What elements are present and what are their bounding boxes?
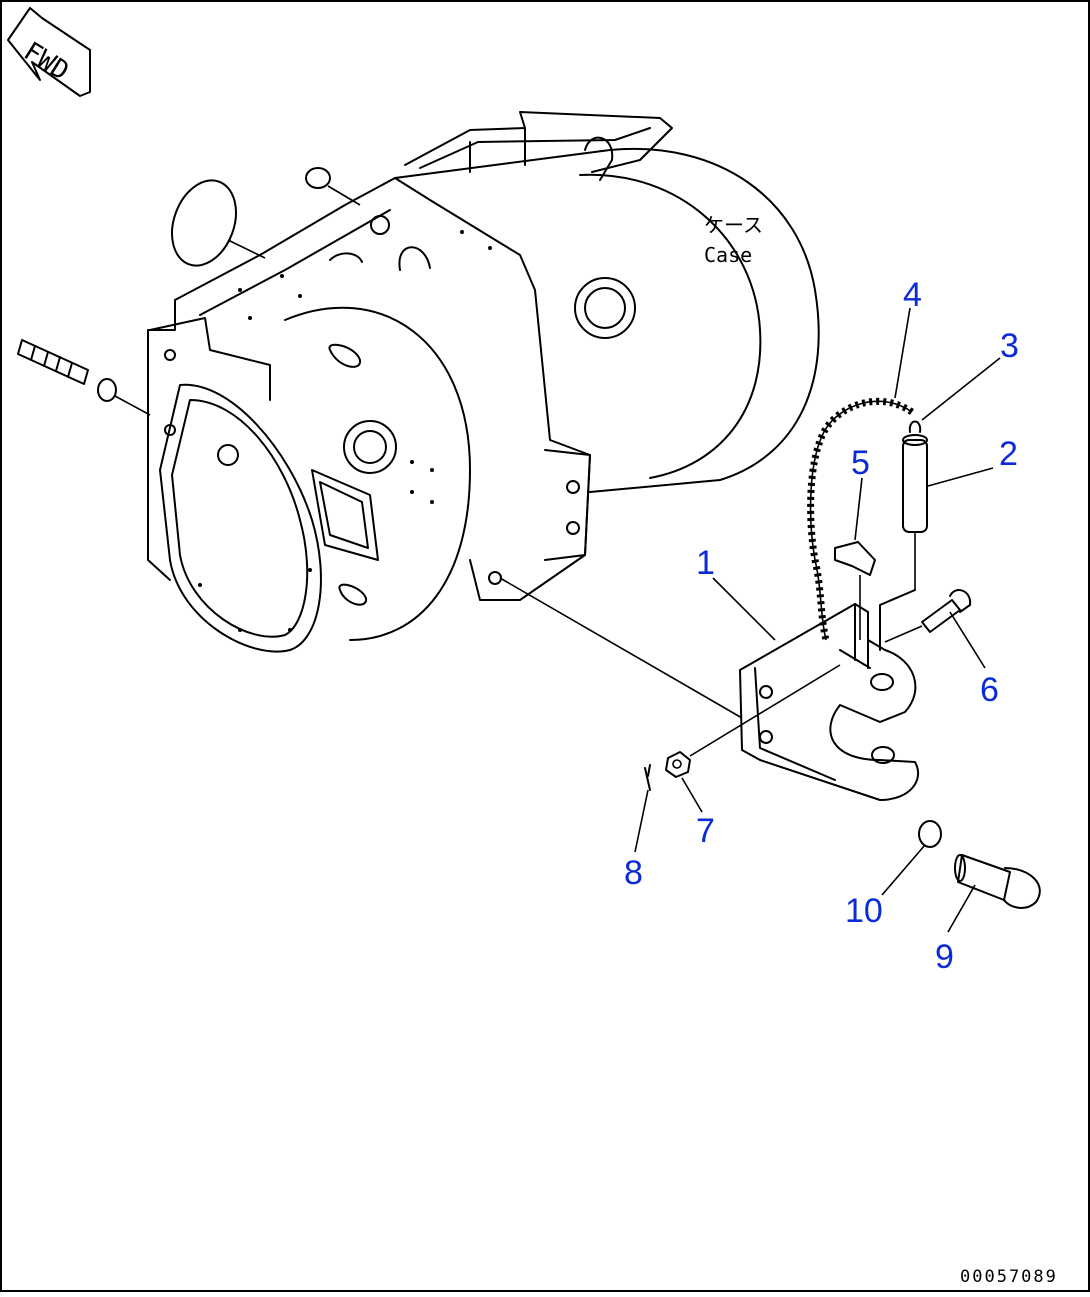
callout-9: 9: [935, 938, 954, 976]
callout-6: 6: [980, 671, 999, 709]
callout-7: 7: [696, 812, 715, 850]
part-2-pin: [879, 434, 928, 651]
part-9-bolt: [954, 854, 1041, 909]
callout-4: 4: [903, 276, 922, 314]
o-ring-large: [171, 179, 237, 267]
part-7-nut: [665, 664, 841, 778]
callout-8: 8: [624, 854, 643, 892]
alignment-line: [499, 577, 743, 719]
callout-10: 10: [845, 892, 883, 930]
part-8-cotter-pin: [644, 764, 651, 791]
callout-2: 2: [999, 435, 1018, 473]
callout-5: 5: [851, 444, 870, 482]
case-bolt-dots: [198, 230, 492, 632]
part-5-clip: [834, 541, 876, 640]
part-6-bolt: [884, 589, 972, 643]
callout-1: 1: [696, 544, 715, 582]
case-label-english: Case: [704, 243, 752, 267]
part-10-washer: [918, 820, 942, 848]
fwd-label: FWD: [18, 36, 74, 86]
callout-3: 3: [1000, 327, 1019, 365]
o-ring-small: [305, 167, 331, 189]
drawing-number: 00057089: [960, 1267, 1058, 1287]
fwd-arrow-icon: FWD: [7, 7, 91, 97]
stud-bolt: [17, 339, 151, 416]
part-1-bracket: [739, 603, 920, 801]
case-label-japanese: ケース: [704, 213, 763, 237]
transmission-case: [147, 111, 820, 653]
part-3-ring: [908, 420, 922, 433]
leader-lines: [634, 307, 1001, 933]
part-4-chain: [807, 397, 914, 641]
